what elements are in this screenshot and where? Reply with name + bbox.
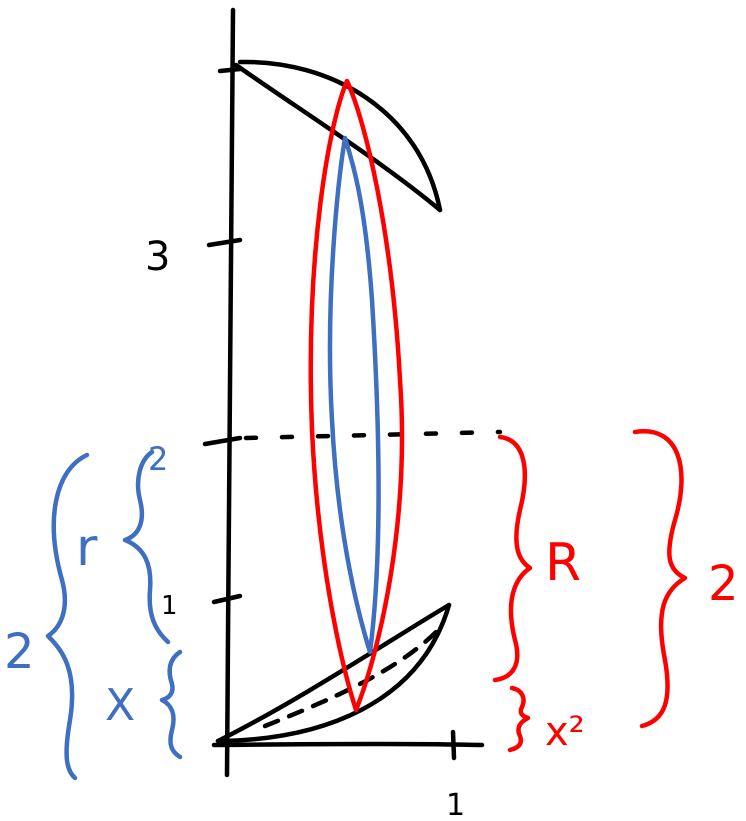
y-tick-label-2: 2	[148, 440, 168, 478]
y-tick-label-1: 1	[161, 591, 178, 621]
y-tick-label-3: 3	[145, 234, 170, 280]
x-tick-1	[450, 729, 457, 761]
base-region-upper-curve	[215, 602, 452, 744]
blue-r-label: r	[76, 518, 98, 578]
base-region-hatch	[262, 625, 443, 729]
red-x2-label: x²	[545, 709, 585, 755]
red-outer-label: 2	[708, 556, 739, 612]
y-tick-1	[211, 593, 243, 605]
red-R-label: R	[545, 533, 581, 593]
y-tick-3	[206, 237, 243, 248]
y-tick-top	[217, 66, 243, 74]
top-region-arc	[237, 59, 443, 213]
x-axis	[211, 741, 485, 748]
blue-outer-brace	[45, 452, 90, 781]
blue-x-label: X	[105, 680, 135, 731]
inner-washer-slice	[327, 135, 381, 655]
red-x2-brace	[507, 685, 531, 753]
red-outer-brace	[632, 429, 688, 729]
outer-washer-slice	[308, 78, 405, 713]
blue-x-brace	[159, 649, 183, 760]
red-R-brace	[492, 434, 533, 683]
base-region-lower-curve	[215, 602, 452, 744]
blue-r-brace	[122, 449, 171, 645]
y-tick-2	[202, 435, 243, 447]
dashed-line-y2	[243, 429, 503, 441]
x-tick-label-1: 1	[446, 788, 465, 821]
y-axis	[224, 7, 236, 778]
top-region-chord	[233, 62, 443, 213]
blue-outer-label: 2	[4, 624, 35, 680]
